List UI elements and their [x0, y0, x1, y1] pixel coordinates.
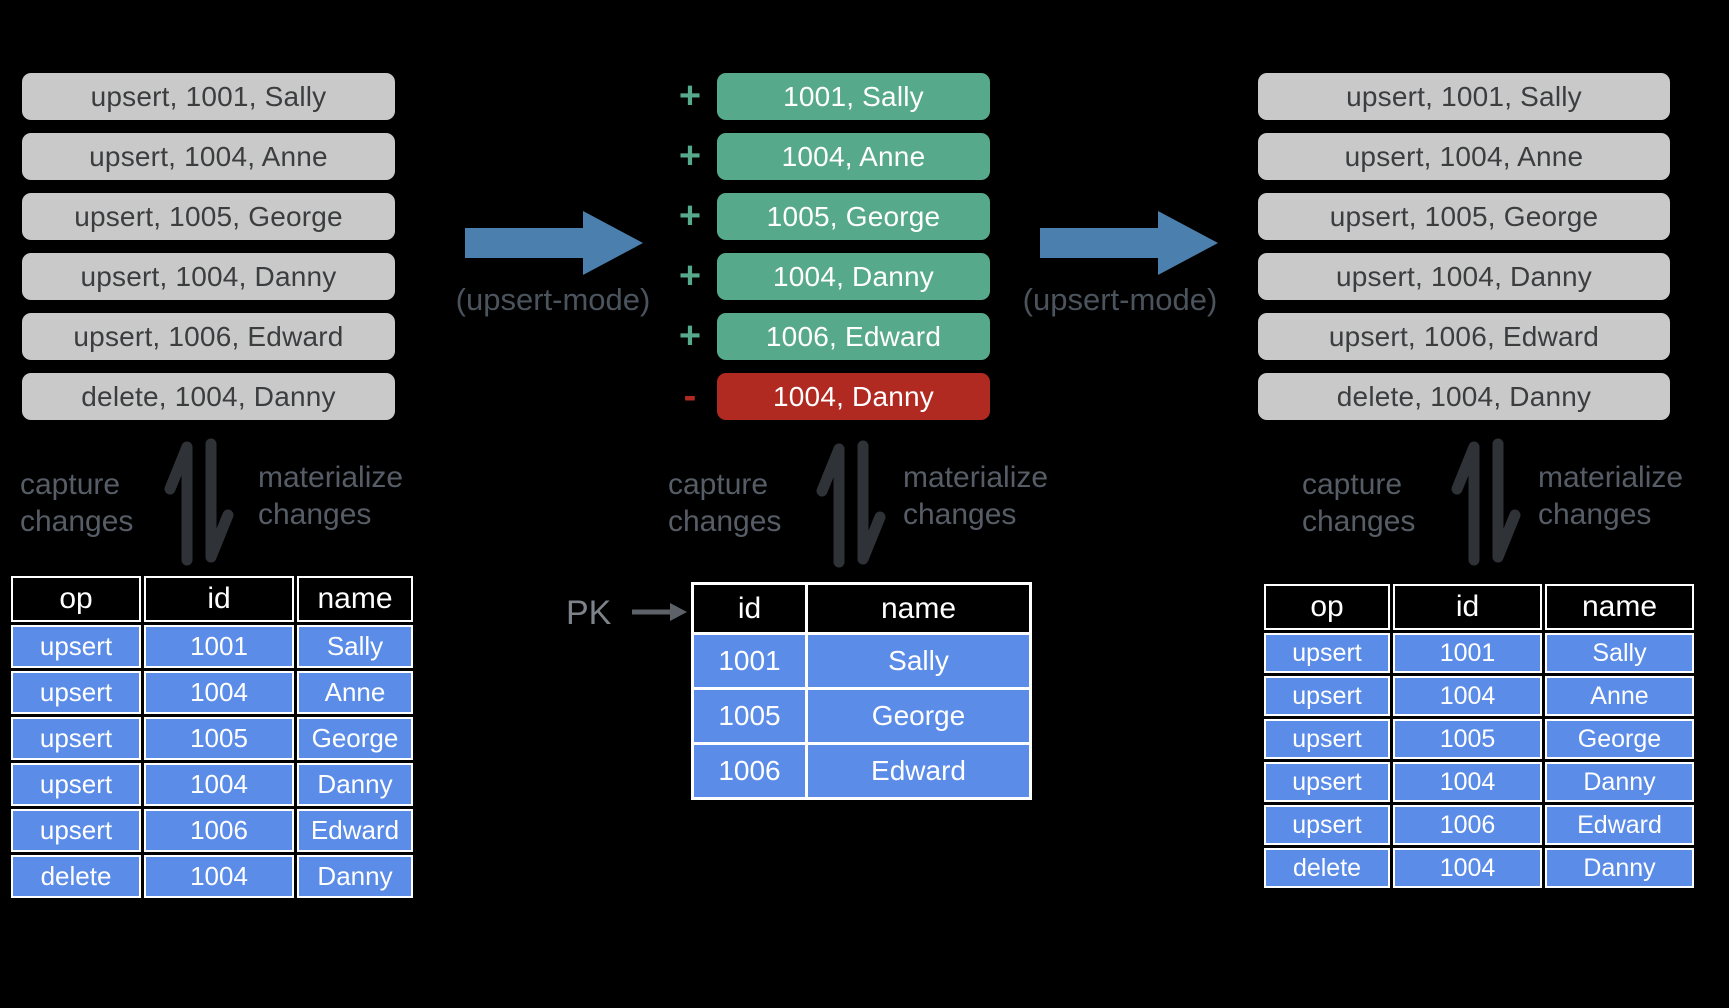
- column-header: op: [1264, 584, 1390, 630]
- table-row: upsert 1001 Sally: [1264, 633, 1694, 673]
- table-row: upsert 1001 Sally: [11, 625, 413, 668]
- upsert-record: 1001, Sally: [717, 73, 990, 120]
- changelog-table-right: op id name upsert 1001 Sally upsert 1004…: [1261, 581, 1697, 891]
- upsert-record: 1006, Edward: [717, 313, 990, 360]
- table-row: upsert 1006 Edward: [11, 809, 413, 852]
- changelog-event: upsert, 1004, Danny: [1258, 253, 1670, 300]
- add-sign: +: [678, 315, 702, 357]
- changelog-table-left: op id name upsert 1001 Sally upsert 1004…: [8, 573, 416, 901]
- flow-arrow-label: (upsert-mode): [455, 282, 651, 317]
- flow-arrow-icon: [1040, 211, 1218, 275]
- pk-arrow-icon: [632, 603, 687, 621]
- changelog-event: upsert, 1006, Edward: [22, 313, 395, 360]
- table-row: delete 1004 Danny: [11, 855, 413, 898]
- add-sign: +: [678, 195, 702, 237]
- materialized-table-middle: id name 1001 Sally 1005 George 1006 Edwa…: [691, 582, 1032, 800]
- materialize-changes-label: materialize changes: [258, 461, 404, 531]
- table-row: 1001 Sally: [691, 632, 1032, 690]
- delete-record: 1004, Danny: [717, 373, 990, 420]
- flow-arrow-label: (upsert-mode): [1022, 282, 1218, 317]
- upsert-record: 1005, George: [717, 193, 990, 240]
- table-row: upsert 1005 George: [11, 717, 413, 760]
- changelog-event: upsert, 1001, Sally: [22, 73, 395, 120]
- column-header: name: [805, 582, 1032, 635]
- changelog-event: upsert, 1005, George: [1258, 193, 1670, 240]
- add-sign: +: [678, 255, 702, 297]
- materialize-changes-label: materialize changes: [903, 461, 1049, 531]
- swap-arrows-icon: [1451, 438, 1521, 566]
- table-row: upsert 1005 George: [1264, 719, 1694, 759]
- changelog-event: delete, 1004, Danny: [1258, 373, 1670, 420]
- column-header: id: [144, 576, 294, 622]
- changelog-event: upsert, 1005, George: [22, 193, 395, 240]
- capture-changes-label: capture changes: [668, 468, 782, 538]
- table-header-row: op id name: [1264, 584, 1694, 630]
- upsert-record: 1004, Danny: [717, 253, 990, 300]
- upsert-record: 1004, Anne: [717, 133, 990, 180]
- table-row: 1005 George: [691, 687, 1032, 745]
- table-row: upsert 1004 Anne: [1264, 676, 1694, 716]
- add-sign: +: [678, 75, 702, 117]
- changelog-event: upsert, 1004, Anne: [22, 133, 395, 180]
- materialize-changes-label: materialize changes: [1538, 461, 1684, 531]
- swap-arrows-icon: [164, 438, 234, 566]
- table-row: upsert 1004 Danny: [1264, 762, 1694, 802]
- column-header: id: [1393, 584, 1542, 630]
- table-header-row: op id name: [11, 576, 413, 622]
- table-row: upsert 1006 Edward: [1264, 805, 1694, 845]
- changelog-event: upsert, 1004, Anne: [1258, 133, 1670, 180]
- swap-arrows-icon: [816, 440, 886, 568]
- primary-key-label: PK: [566, 594, 612, 632]
- changelog-event: upsert, 1006, Edward: [1258, 313, 1670, 360]
- capture-changes-label: capture changes: [1302, 468, 1416, 538]
- table-row: 1006 Edward: [691, 742, 1032, 800]
- table-header-row: id name: [691, 582, 1032, 635]
- column-header: id: [691, 582, 808, 635]
- add-sign: +: [678, 135, 702, 177]
- column-header: name: [1545, 584, 1694, 630]
- remove-sign: -: [683, 375, 697, 417]
- changelog-event: upsert, 1001, Sally: [1258, 73, 1670, 120]
- table-row: delete 1004 Danny: [1264, 848, 1694, 888]
- column-header: name: [297, 576, 413, 622]
- table-row: upsert 1004 Anne: [11, 671, 413, 714]
- capture-changes-label: capture changes: [20, 468, 134, 538]
- flow-arrow-icon: [465, 211, 643, 275]
- table-row: upsert 1004 Danny: [11, 763, 413, 806]
- column-header: op: [11, 576, 141, 622]
- changelog-event: delete, 1004, Danny: [22, 373, 395, 420]
- changelog-event: upsert, 1004, Danny: [22, 253, 395, 300]
